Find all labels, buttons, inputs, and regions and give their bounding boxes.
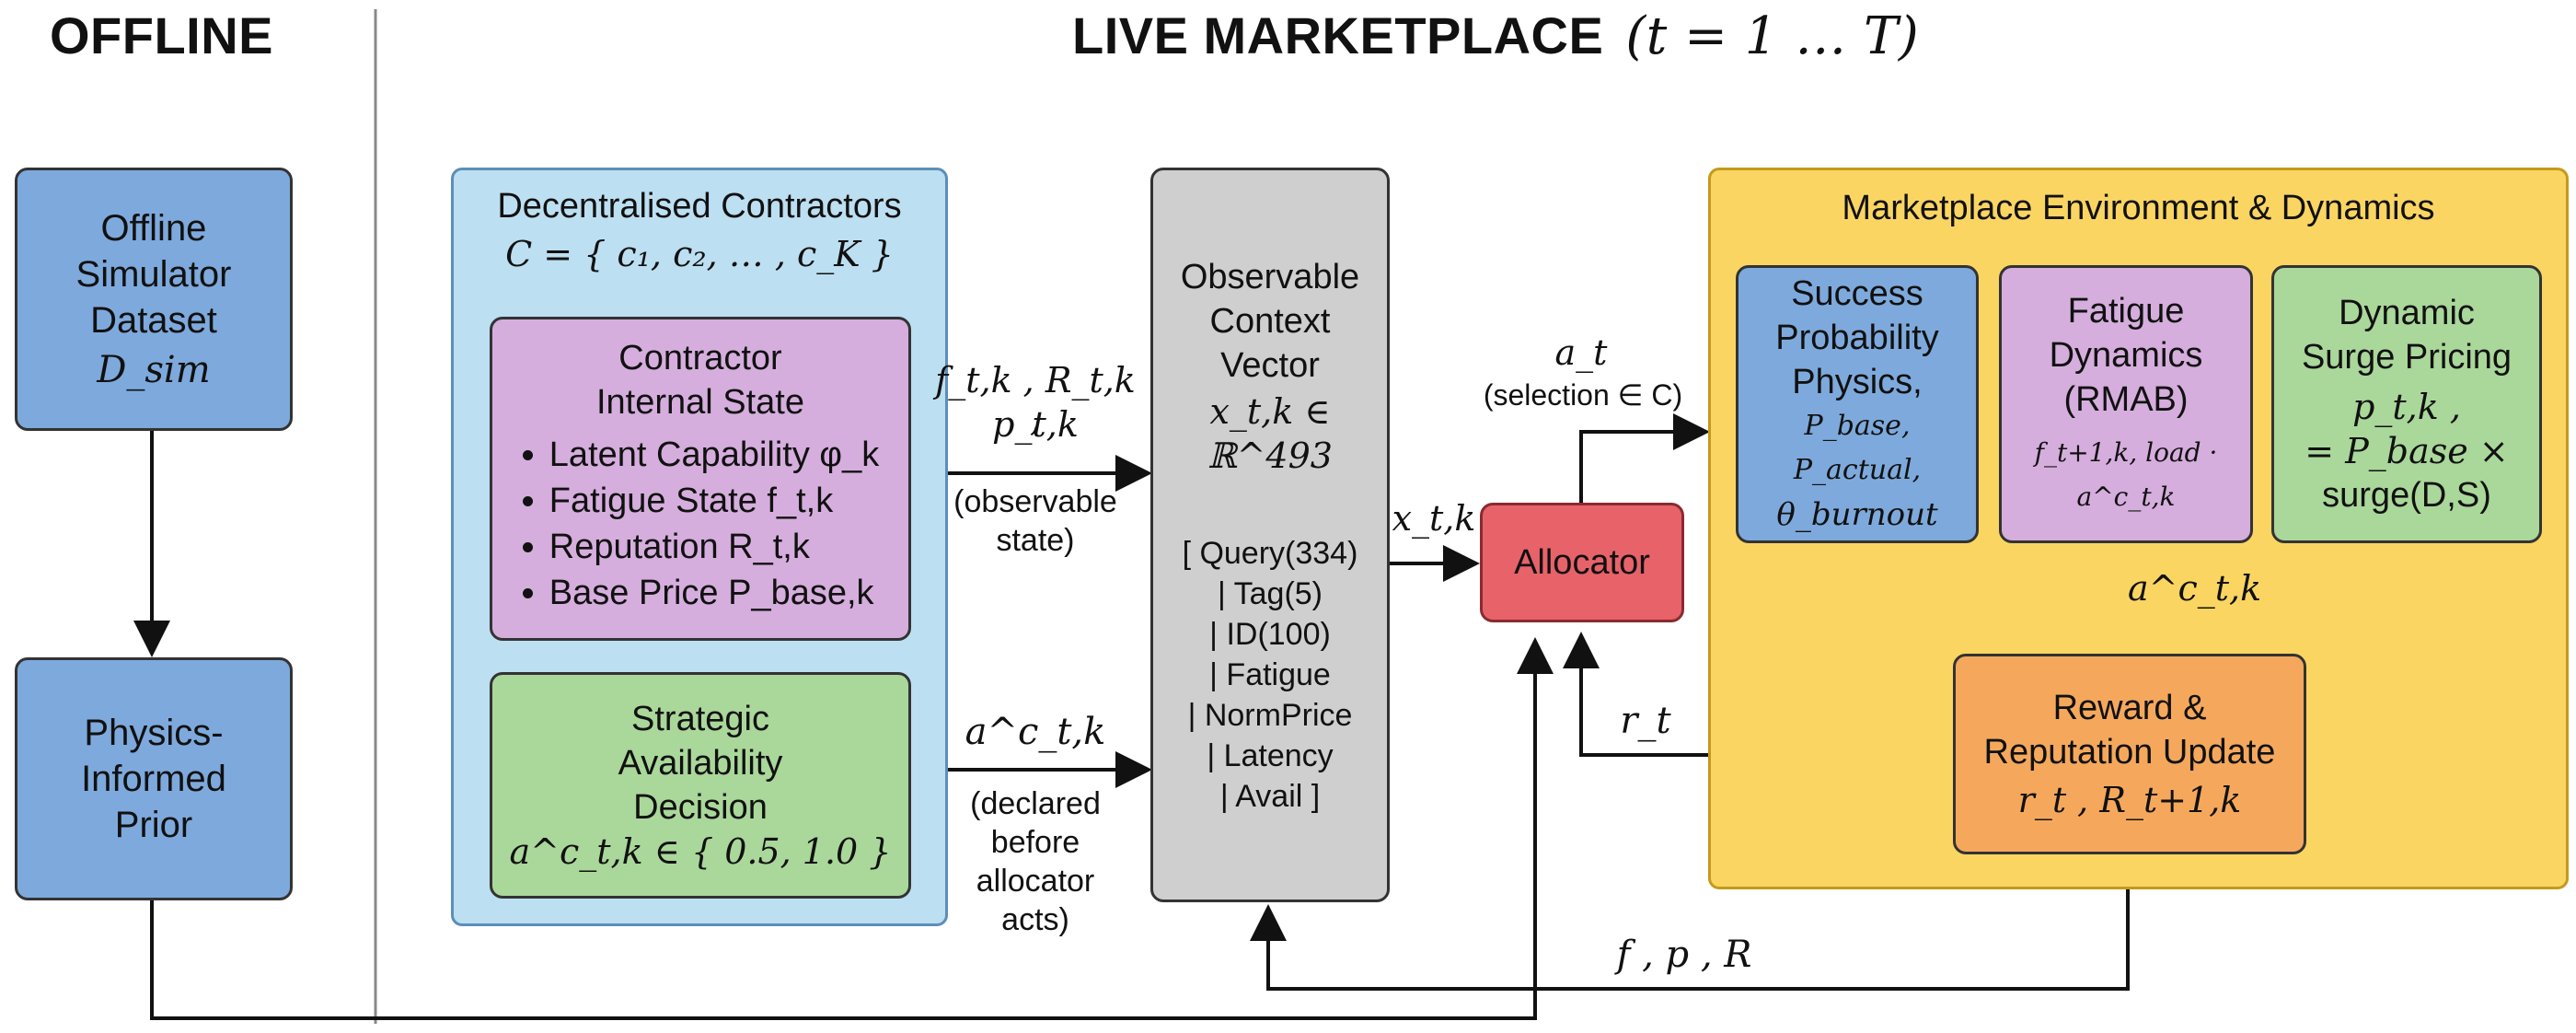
context-to-allocator-label: x_t,k: [1392, 498, 1476, 539]
observable-context-vector-box: Observable Context Vector x_t,k ∈ ℝ^493 …: [1150, 168, 1390, 902]
internal-item-reputation: Reputation R_t,k: [549, 524, 879, 570]
context-item-id: | ID(100): [1209, 617, 1331, 652]
internal-state-list: Latent Capability φ_k Fatigue State f_t,…: [522, 432, 879, 616]
success-line1: Success: [1791, 274, 1923, 313]
strategic-line2: Availability: [618, 744, 783, 783]
strategic-availability-box: Strategic Availability Decision a^c_t,k …: [490, 672, 911, 899]
obs-state-text-1: (observable: [953, 484, 1117, 519]
context-item-fatigue: | Fatigue: [1209, 657, 1331, 692]
allocator-label: Allocator: [1514, 543, 1650, 582]
dataset-line1: Offline: [100, 208, 207, 249]
success-math-1: P_base, P_actual,: [1793, 410, 1922, 486]
strategic-line3: Decision: [633, 788, 768, 827]
success-probability-box: Success Probability Physics, P_base, P_a…: [1736, 265, 1979, 543]
contractors-set: C = { c₁, c₂, … , c_K }: [505, 234, 894, 274]
env-availability-label: a^c_t,k: [2128, 568, 2262, 609]
dynamic-surge-pricing-box: Dynamic Surge Pricing p_t,k , = P_base ×…: [2271, 265, 2542, 543]
internal-item-fatigue: Fatigue State f_t,k: [549, 478, 879, 524]
context-item-latency: | Latency: [1207, 738, 1334, 773]
internal-item-capability: Latent Capability φ_k: [549, 432, 879, 478]
reward-signal-label: r_t: [1620, 700, 1671, 742]
dataset-line2: Simulator: [75, 254, 232, 295]
fatigue-line1: Fatigue: [2067, 292, 2185, 331]
pricing-line2: Surge Pricing: [2301, 338, 2512, 377]
environment-title: Marketplace Environment & Dynamics: [1842, 189, 2435, 227]
reward-line2: Reputation Update: [1983, 733, 2276, 772]
arrow-prior-to-allocator: [150, 637, 1554, 1020]
success-line3: Physics,: [1792, 363, 1923, 401]
fatigue-line2: Dynamics: [2049, 336, 2203, 375]
obs-state-math-1: f_t,k , R_t,k ,: [935, 360, 1136, 439]
live-marketplace-header: LIVE MARKETPLACE (t = 1 … T): [1072, 6, 1919, 66]
context-line1: Observable: [1180, 258, 1360, 296]
offline-header: OFFLINE: [50, 6, 274, 64]
availability-label-text-1: (declared: [970, 786, 1101, 821]
success-line2: Probability: [1775, 319, 1939, 357]
selection-label: (selection ∈ C): [1483, 378, 1683, 412]
context-item-tag: | Tag(5): [1217, 576, 1323, 611]
arrow-reward-to-context: [1250, 854, 2130, 991]
offline-dataset-box: Offline Simulator Dataset D_sim: [15, 168, 293, 431]
fatigue-line3: (RMAB): [2063, 380, 2189, 419]
strategic-line1: Strategic: [631, 700, 769, 738]
live-marketplace-time-range: (t = 1 … T): [1625, 6, 1920, 66]
reward-math: r_t , R_t+1,k: [2017, 780, 2242, 820]
dataset-line3: Dataset: [90, 300, 217, 341]
obs-state-math-2: p_t,k: [992, 404, 1079, 445]
context-item-query: [ Query(334): [1182, 536, 1358, 571]
contractor-internal-state-box: Contractor Internal State Latent Capabil…: [490, 317, 911, 641]
pricing-line3: surge(D,S): [2322, 476, 2491, 515]
success-math-2: θ_burnout: [1776, 496, 1938, 533]
fatigue-dynamics-box: Fatigue Dynamics (RMAB) f_t+1,k, load · …: [1999, 265, 2253, 543]
context-line3: Vector: [1220, 346, 1320, 385]
availability-label-math: a^c_t,k: [965, 711, 1106, 753]
pricing-math-1: p_t,k ,: [2352, 387, 2461, 427]
reward-reputation-box: Reward & Reputation Update r_t , R_t+1,k: [1953, 654, 2306, 854]
context-item-avail: | Avail ]: [1219, 779, 1321, 814]
availability-label-text-4: acts): [1001, 902, 1069, 937]
arrow-allocator-to-environment: [1579, 413, 1710, 503]
allocator-box: Allocator: [1480, 503, 1684, 622]
reward-line1: Reward &: [2052, 689, 2207, 727]
internal-title-1: Contractor: [618, 339, 782, 377]
prior-line1: Physics-: [84, 713, 224, 753]
internal-item-price: Base Price P_base,k: [549, 570, 879, 616]
pricing-math-2: = P_base ×: [2305, 431, 2509, 471]
fatigue-math: f_t+1,k, load · a^c_t,k: [2034, 437, 2218, 512]
availability-label-text-3: allocator: [976, 864, 1095, 899]
feedback-label: f , p , R: [1616, 934, 1752, 976]
dataset-symbol: D_sim: [97, 349, 211, 391]
prior-line2: Informed: [81, 759, 226, 799]
prior-line3: Prior: [114, 805, 193, 845]
pricing-line1: Dynamic: [2339, 294, 2475, 332]
context-line2: Context: [1209, 302, 1331, 341]
obs-state-text-2: state): [996, 523, 1075, 558]
availability-label-text-2: before: [990, 825, 1080, 860]
context-item-normprice: | NormPrice: [1187, 698, 1353, 733]
strategic-domain: a^c_t,k ∈ { 0.5, 1.0 }: [509, 831, 892, 872]
context-vector-math: x_t,k ∈ ℝ^493: [1207, 391, 1333, 476]
physics-informed-prior-box: Physics- Informed Prior: [15, 657, 293, 900]
live-marketplace-title: LIVE MARKETPLACE: [1072, 6, 1604, 64]
contractors-title: Decentralised Contractors: [497, 187, 902, 226]
action-label: a_t: [1554, 332, 1608, 373]
internal-title-2: Internal State: [595, 383, 805, 422]
